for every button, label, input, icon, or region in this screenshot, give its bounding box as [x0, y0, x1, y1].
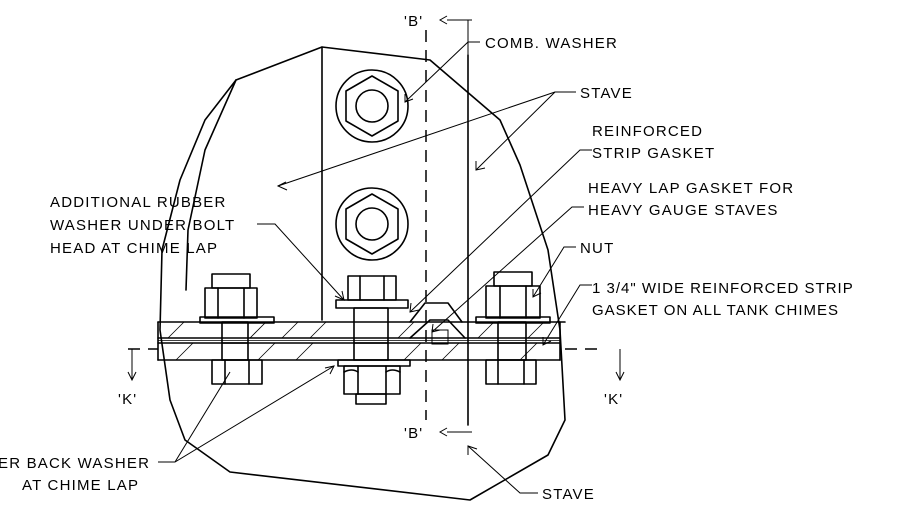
- leader-comb-washer: [404, 41, 480, 103]
- label-back-washer-line2: AT CHIME LAP: [22, 477, 139, 494]
- section-b-bottom-label: 'B': [404, 425, 423, 442]
- label-wide-strip-line1: 1 3/4" WIDE REINFORCED STRIP: [592, 280, 854, 297]
- hex-bolt-lower: [335, 187, 409, 261]
- section-b-top-label: 'B': [404, 13, 423, 30]
- leader-reinforced-strip-gasket: [409, 149, 592, 313]
- label-additional-rubber-line1: ADDITIONAL RUBBER: [50, 194, 227, 211]
- label-heavy-lap-line2: HEAVY GAUGE STAVES: [588, 202, 779, 219]
- leader-heavy-lap-gasket: [431, 206, 584, 333]
- label-comb-washer: COMB. WASHER: [485, 35, 618, 52]
- section-marker-k-left: [127, 349, 137, 382]
- leader-stave-top: [276, 91, 576, 191]
- bolt-right: [475, 271, 551, 385]
- label-wide-strip-line2: GASKET ON ALL TANK CHIMES: [592, 302, 839, 319]
- label-nut: NUT: [580, 240, 614, 257]
- stave-outline: [159, 46, 566, 501]
- section-marker-b-top: [438, 15, 472, 55]
- hex-bolt-upper: [335, 69, 409, 143]
- label-additional-rubber-line3: HEAD AT CHIME LAP: [50, 240, 218, 257]
- leader-wide-strip-gasket: [542, 284, 592, 346]
- bolt-center: [335, 275, 411, 405]
- section-marker-k-right: [615, 349, 625, 382]
- label-stave-top: STAVE: [580, 85, 633, 102]
- label-reinforced-line2: STRIP GASKET: [592, 145, 715, 162]
- label-back-washer-line1: ER BACK WASHER: [0, 455, 150, 472]
- label-reinforced-line1: REINFORCED: [592, 123, 703, 140]
- bolt-left: [199, 273, 275, 385]
- stave-inner-line: [185, 79, 237, 291]
- label-heavy-lap-line1: HEAVY LAP GASKET FOR: [588, 180, 794, 197]
- label-additional-rubber-line2: WASHER UNDER BOLT: [50, 217, 235, 234]
- chime-plate-assembly: [157, 302, 566, 361]
- leader-back-washer: [158, 365, 335, 463]
- leader-additional-rubber-washer: [257, 223, 345, 301]
- leader-nut: [532, 246, 576, 298]
- label-stave-bottom: STAVE: [542, 486, 595, 503]
- section-marker-b-bottom: [438, 427, 472, 437]
- leader-stave-bottom: [467, 445, 538, 494]
- section-k-right-label: 'K': [604, 391, 623, 408]
- section-k-left-label: 'K': [118, 391, 137, 408]
